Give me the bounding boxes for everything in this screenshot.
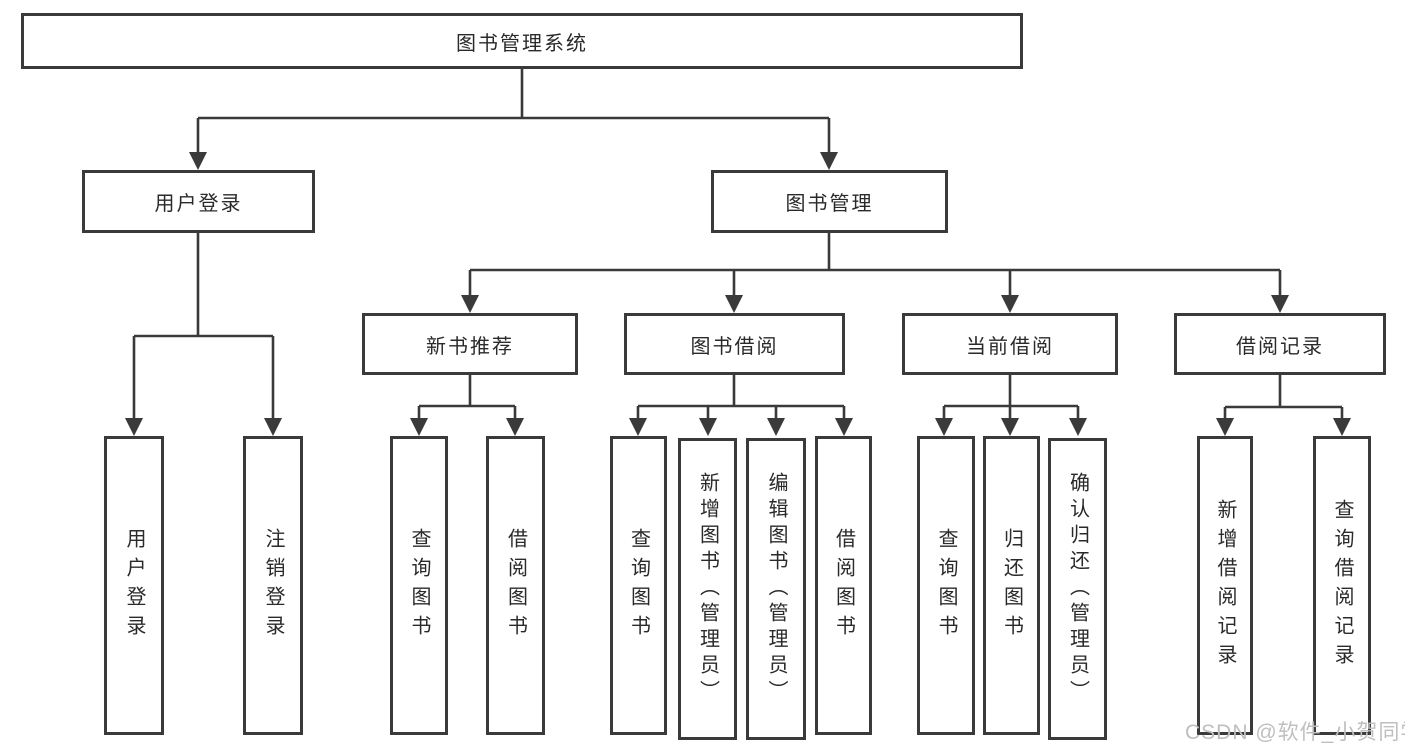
leaf-records-query-record-label: 查询借阅记录	[1331, 498, 1353, 673]
leaf-current-return-books-label: 归还图书	[1000, 527, 1023, 644]
leaf-records-add-record-label: 新增借阅记录	[1214, 498, 1236, 673]
leaf-current-return-books: 归还图书	[983, 436, 1040, 735]
node-root-library-management-system: 图书管理系统	[21, 13, 1023, 69]
leaf-user-login: 用户登录	[104, 436, 164, 735]
leaf-borrow-borrow-books-label: 借阅图书	[832, 527, 855, 644]
node-new-book-recommend: 新书推荐	[362, 313, 578, 375]
leaf-newbook-query-books: 查询图书	[390, 436, 448, 735]
node-current-borrow: 当前借阅	[902, 313, 1118, 375]
node-book-borrow: 图书借阅	[624, 313, 845, 375]
leaf-newbook-borrow-books: 借阅图书	[486, 436, 545, 735]
leaf-logout: 注销登录	[243, 436, 303, 735]
node-borrow-records: 借阅记录	[1174, 313, 1386, 375]
leaf-newbook-query-books-label: 查询图书	[408, 527, 430, 644]
leaf-logout-label: 注销登录	[262, 527, 284, 644]
arrowheads	[125, 152, 1351, 436]
leaf-borrow-edit-books-admin: 编辑图书（管理员）	[746, 438, 806, 740]
node-user-login: 用户登录	[82, 170, 315, 233]
leaf-borrow-query-books-label: 查询图书	[627, 527, 650, 644]
watermark: CSDN @软件_小贺同学	[1185, 721, 1405, 744]
leaf-current-query-books-label: 查询图书	[935, 527, 957, 644]
leaf-current-confirm-return-admin: 确认归还（管理员）	[1048, 438, 1107, 740]
leaf-borrow-add-books-admin: 新增图书（管理员）	[678, 438, 737, 740]
leaf-user-login-label: 用户登录	[123, 527, 145, 644]
leaf-records-query-record: 查询借阅记录	[1313, 436, 1371, 735]
leaf-current-confirm-return-admin-label: 确认归还（管理员）	[1066, 472, 1089, 706]
leaf-borrow-edit-books-admin-label: 编辑图书（管理员）	[765, 472, 787, 706]
leaf-borrow-query-books: 查询图书	[610, 436, 667, 735]
leaf-records-add-record: 新增借阅记录	[1197, 436, 1253, 735]
leaf-borrow-borrow-books: 借阅图书	[815, 436, 872, 735]
node-book-management: 图书管理	[711, 170, 948, 233]
leaf-borrow-add-books-admin-label: 新增图书（管理员）	[696, 472, 719, 706]
leaf-current-query-books: 查询图书	[917, 436, 975, 735]
leaf-newbook-borrow-books-label: 借阅图书	[504, 527, 527, 644]
